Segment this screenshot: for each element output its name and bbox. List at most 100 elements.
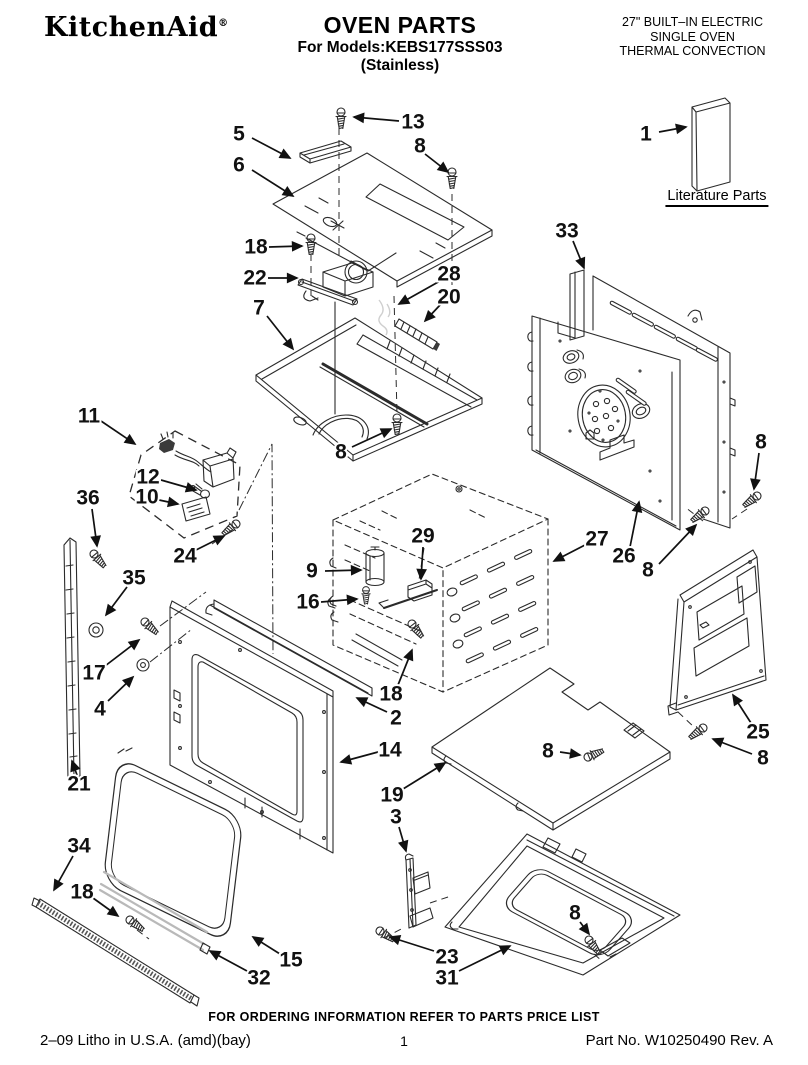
callout-label: 11 — [78, 405, 101, 428]
callout-label: 36 — [76, 487, 99, 510]
callout-18: 18 — [242, 234, 304, 261]
spec-line-1: 27" BUILT–IN ELECTRIC — [621, 15, 764, 29]
callout-3: 3 — [388, 804, 409, 853]
callout-label: 20 — [437, 286, 460, 309]
bottom-pan-part — [444, 833, 681, 976]
callout-label: 8 — [642, 559, 654, 582]
callout-label: 12 — [136, 466, 159, 489]
finish-line: (Stainless) — [360, 57, 440, 74]
callout-12: 12 — [134, 464, 198, 493]
door-bottom-trim-part — [98, 870, 211, 955]
screw-icon — [742, 491, 762, 508]
screw-icon — [335, 107, 347, 130]
mounting-rail-part — [205, 597, 403, 697]
page-number: 1 — [400, 1033, 408, 1049]
callout-label: 34 — [67, 835, 91, 858]
screw-icon — [221, 519, 241, 537]
callout-11: 11 — [76, 403, 137, 446]
callout-label: 13 — [401, 111, 424, 134]
part-number-line: Part No. W10250490 Rev. A — [585, 1032, 773, 1049]
diagram-parts — [31, 97, 767, 1007]
callout-label: 29 — [411, 525, 434, 548]
callout-9: 9 — [304, 558, 363, 585]
callout-8: 8 — [540, 738, 582, 765]
callout-label: 5 — [233, 123, 245, 146]
callout-label: 8 — [569, 902, 581, 925]
screw-icon — [361, 586, 371, 605]
front-frame-part — [169, 600, 334, 854]
callout-label: 25 — [746, 721, 770, 744]
callout-16: 16 — [294, 589, 359, 616]
models-line: For Models:KEBS177SSS03 — [297, 39, 503, 56]
callout-label: 14 — [378, 739, 402, 762]
callout-21: 21 — [65, 759, 93, 798]
screw-icon — [305, 233, 317, 256]
screw-icon — [375, 926, 396, 943]
callout-label: 21 — [67, 773, 91, 796]
callout-36: 36 — [74, 485, 102, 548]
screw-icon — [125, 915, 145, 932]
support-bracket-part — [404, 853, 434, 929]
top-panel-part — [272, 152, 493, 288]
callout-26: 26 — [610, 500, 643, 570]
callout-label: 4 — [94, 698, 106, 721]
screw-parts — [89, 107, 762, 955]
callout-6: 6 — [231, 152, 295, 197]
callout-label: 22 — [243, 267, 266, 290]
callout-label: 18 — [70, 881, 94, 904]
callout-27: 27 — [552, 526, 611, 562]
callout-label: 6 — [233, 154, 245, 177]
callout-label: 8 — [542, 740, 554, 763]
callout-label: 18 — [379, 683, 403, 706]
callout-label: 23 — [435, 946, 458, 969]
callout-29: 29 — [409, 523, 437, 581]
literature-parts-label: Literature Parts — [665, 188, 769, 207]
callout-22: 22 — [241, 265, 299, 292]
callout-label: 16 — [296, 591, 319, 614]
callout-label: 24 — [173, 545, 197, 568]
callout-10: 10 — [133, 484, 180, 511]
vent-trim-strip-part — [31, 897, 200, 1007]
oven-cavity-part — [329, 473, 549, 693]
callout-label: 3 — [390, 806, 402, 829]
callout-4: 4 — [92, 675, 135, 723]
screw-icon — [140, 617, 159, 636]
callout-34: 34 — [53, 833, 93, 892]
callout-18: 18 — [377, 648, 414, 708]
callout-1: 1 — [638, 121, 688, 148]
side-trim-strip-part — [63, 537, 81, 781]
insulator-cylinder-part — [365, 546, 385, 587]
screw-icon — [584, 935, 601, 955]
screw-icon — [407, 619, 425, 639]
callout-8: 8 — [567, 900, 591, 936]
callout-label: 32 — [247, 967, 270, 990]
callout-label: 9 — [306, 560, 318, 583]
title-block: OVEN PARTS For Models:KEBS177SSS03 (Stai… — [280, 12, 520, 75]
callout-label: 8 — [755, 431, 767, 454]
screw-icon — [446, 167, 458, 190]
callout-28: 28 — [397, 261, 463, 305]
callout-35: 35 — [104, 565, 148, 617]
callout-15: 15 — [251, 936, 305, 974]
screw-icon — [688, 723, 708, 740]
callout-label: 33 — [555, 220, 578, 243]
callout-label: 17 — [82, 662, 105, 685]
callout-label: 18 — [244, 236, 268, 259]
screw-icon — [89, 549, 107, 569]
screw-icon — [690, 506, 710, 523]
callout-5: 5 — [231, 121, 292, 159]
callout-8: 8 — [412, 133, 450, 174]
callout-label: 8 — [757, 747, 769, 770]
callout-31: 31 — [433, 945, 512, 992]
vent-duct-panel-part — [255, 317, 483, 462]
litho-line: 2–09 Litho in U.S.A. (amd)(bay) — [40, 1032, 251, 1049]
side-panel-part — [667, 549, 767, 716]
brand-logo: KitchenAid® — [44, 12, 229, 43]
callout-32: 32 — [208, 950, 273, 992]
access-panel-part — [431, 667, 671, 831]
callout-label: 7 — [253, 297, 265, 320]
callout-label: 15 — [279, 949, 303, 972]
spec-block: 27" BUILT–IN ELECTRIC SINGLE OVEN THERMA… — [590, 15, 795, 59]
